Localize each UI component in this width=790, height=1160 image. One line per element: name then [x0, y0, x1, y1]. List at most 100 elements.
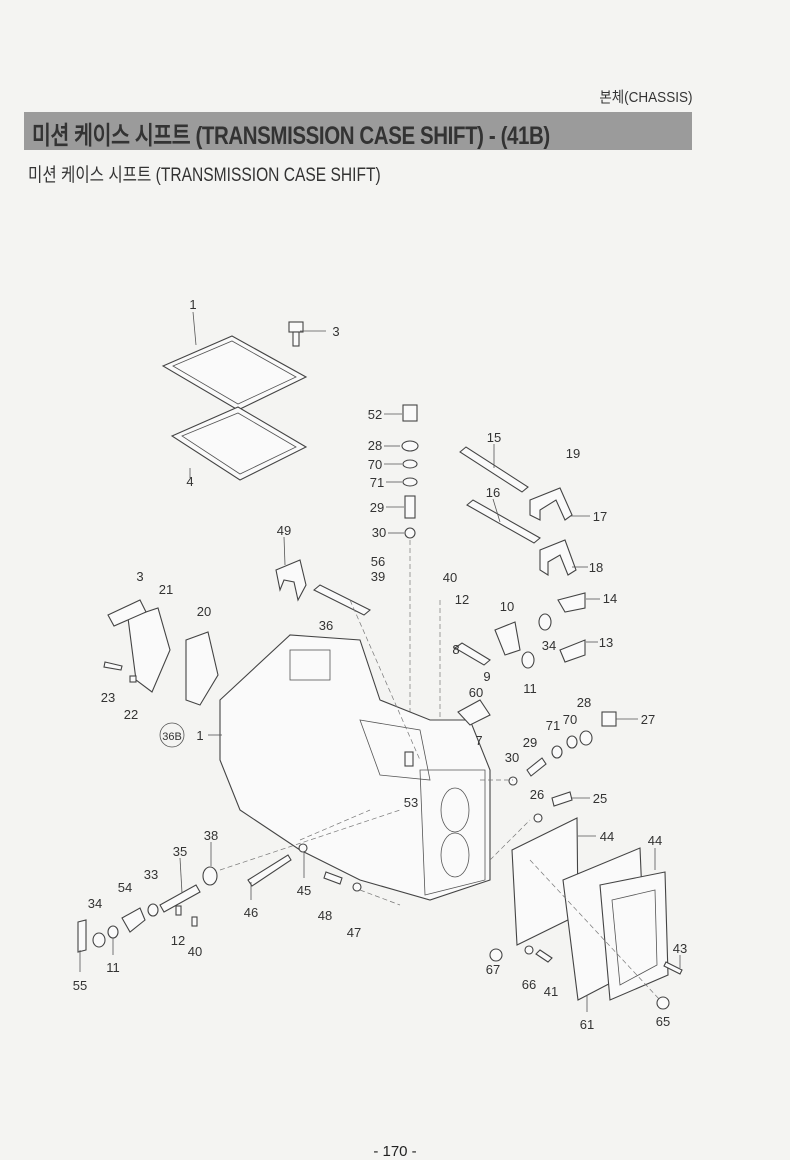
- plug-27: [601, 711, 617, 727]
- shift-fork-49: [275, 559, 307, 602]
- callout: 35: [173, 844, 187, 859]
- washer-45: [298, 843, 308, 853]
- bolt-23: [103, 661, 123, 671]
- collar-34: [538, 613, 552, 631]
- oring-71b: [551, 745, 563, 759]
- washer-34: [92, 932, 106, 948]
- callout: 66: [522, 977, 536, 992]
- gasket-20: [185, 631, 219, 706]
- callout: 18: [589, 560, 603, 575]
- callout: 15: [487, 430, 501, 445]
- bolt-25: [551, 791, 573, 807]
- callout: 13: [599, 635, 613, 650]
- ball-30b: [508, 776, 518, 786]
- callout: 30: [505, 750, 519, 765]
- diagram-subtitle: 미션 케이스 시프트 (TRANSMISSION CASE SHIFT): [28, 165, 381, 186]
- callout: 41: [544, 984, 558, 999]
- callout: 48: [318, 908, 332, 923]
- callout: 29: [523, 735, 537, 750]
- collar-38: [202, 866, 218, 886]
- callout: 29: [370, 500, 384, 515]
- washer-28: [401, 440, 419, 452]
- callout: 47: [347, 925, 361, 940]
- shift-fork-17: [529, 487, 573, 521]
- callout: 56: [371, 554, 385, 569]
- oring-71: [402, 477, 418, 487]
- bolt-3: [288, 321, 304, 333]
- callout: 34: [88, 896, 102, 911]
- pin-43: [663, 961, 683, 975]
- callout: 53: [404, 795, 418, 810]
- nut-65: [656, 996, 670, 1010]
- washer-22: [129, 675, 137, 683]
- callout: 9: [483, 669, 490, 684]
- bushing-54: [121, 907, 146, 933]
- collar-11: [521, 651, 535, 669]
- callout: 3: [332, 324, 339, 339]
- callout: 36B: [162, 731, 182, 743]
- washer-28b: [579, 730, 593, 746]
- reference-circle-36B: [159, 722, 185, 748]
- callout: 49: [277, 523, 291, 538]
- callout: 60: [469, 685, 483, 700]
- callout: 39: [371, 569, 385, 584]
- callout: 33: [144, 867, 158, 882]
- pin-12: [175, 905, 182, 916]
- callout: 40: [188, 944, 202, 959]
- leader-lines: [79, 311, 681, 1012]
- spring-29b: [526, 757, 547, 777]
- callout: 43: [673, 941, 687, 956]
- bolt-3-shank: [292, 331, 300, 347]
- callout: 8: [452, 642, 459, 657]
- plug-52: [402, 404, 418, 422]
- housing-sleeve: [107, 599, 147, 627]
- shift-rod-36: [313, 584, 371, 616]
- callout: 65: [656, 1014, 670, 1029]
- lever-13: [559, 639, 586, 663]
- callout: 44: [648, 833, 662, 848]
- washer-26: [533, 813, 543, 823]
- callout: 55: [73, 978, 87, 993]
- oring-70: [402, 459, 418, 469]
- alignment-lines: [219, 599, 661, 1001]
- callout: 54: [118, 880, 132, 895]
- callout: 45: [297, 883, 311, 898]
- ring-33: [147, 903, 159, 917]
- lever-60: [457, 699, 491, 726]
- callout: 26: [530, 787, 544, 802]
- callout: 27: [641, 712, 655, 727]
- callout: 71: [370, 475, 384, 490]
- callout: 11: [523, 681, 537, 696]
- callout: 71: [546, 718, 560, 733]
- callout: 70: [368, 457, 382, 472]
- title-banner: 미션 케이스 시프트 (TRANSMISSION CASE SHIFT) - (…: [24, 112, 692, 150]
- transmission-case-1: [219, 634, 491, 901]
- callout: 23: [101, 690, 115, 705]
- callout: 19: [566, 446, 580, 461]
- callout: 36: [319, 618, 333, 633]
- callout: 1: [189, 297, 196, 312]
- bearing-housing-21: [127, 607, 171, 693]
- callout: 1: [196, 728, 203, 743]
- bolt-53: [404, 751, 414, 767]
- lever-10: [494, 621, 521, 656]
- callout-labels: 1 3 52 28 70 71 29 30 15 19 16 17 49 56 …: [73, 297, 687, 1032]
- callout: 21: [159, 582, 173, 597]
- callout: 25: [593, 791, 607, 806]
- callout: 12: [455, 592, 469, 607]
- washer-47: [352, 882, 362, 892]
- lever-14: [557, 592, 586, 613]
- callout: 17: [593, 509, 607, 524]
- callout: 7: [475, 733, 482, 748]
- pin-40: [191, 916, 198, 927]
- shift-fork-18: [539, 539, 577, 576]
- lever-55: [77, 919, 87, 953]
- callout: 67: [486, 962, 500, 977]
- gasket-44b: [599, 871, 669, 1001]
- callout: 22: [124, 707, 138, 722]
- ball-30: [404, 527, 416, 539]
- callout: 44: [600, 829, 614, 844]
- washer-66: [524, 945, 534, 955]
- callout: 16: [486, 485, 500, 500]
